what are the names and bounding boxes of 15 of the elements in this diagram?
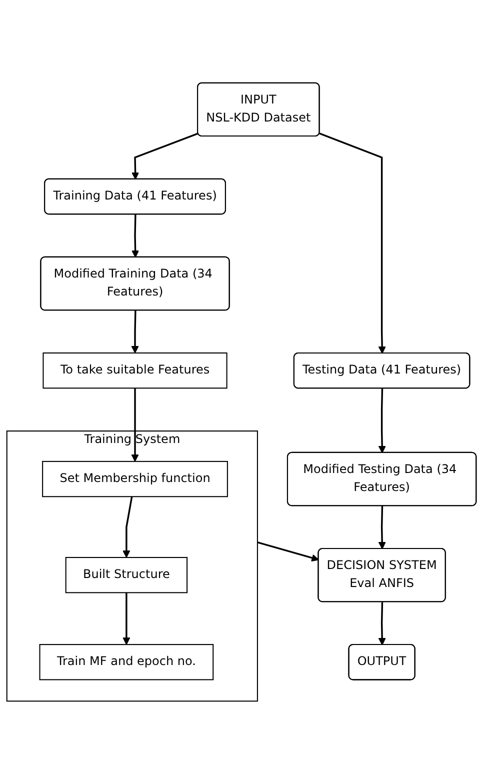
arrow bbox=[131, 388, 139, 462]
arrow bbox=[132, 214, 140, 258]
arrow bbox=[319, 132, 386, 354]
arrow bbox=[132, 132, 198, 180]
node-box: Train MF and epoch no. bbox=[39, 644, 214, 680]
node-box: Set Membership function bbox=[42, 460, 228, 497]
arrow bbox=[378, 506, 386, 549]
arrow bbox=[131, 310, 139, 353]
arrow bbox=[257, 541, 319, 562]
arrow bbox=[378, 388, 386, 453]
arrow bbox=[122, 496, 133, 558]
node-box: Built Structure bbox=[65, 556, 188, 593]
arrow bbox=[122, 592, 130, 644]
node-box: To take suitable Features bbox=[42, 352, 228, 388]
arrow bbox=[378, 602, 386, 645]
